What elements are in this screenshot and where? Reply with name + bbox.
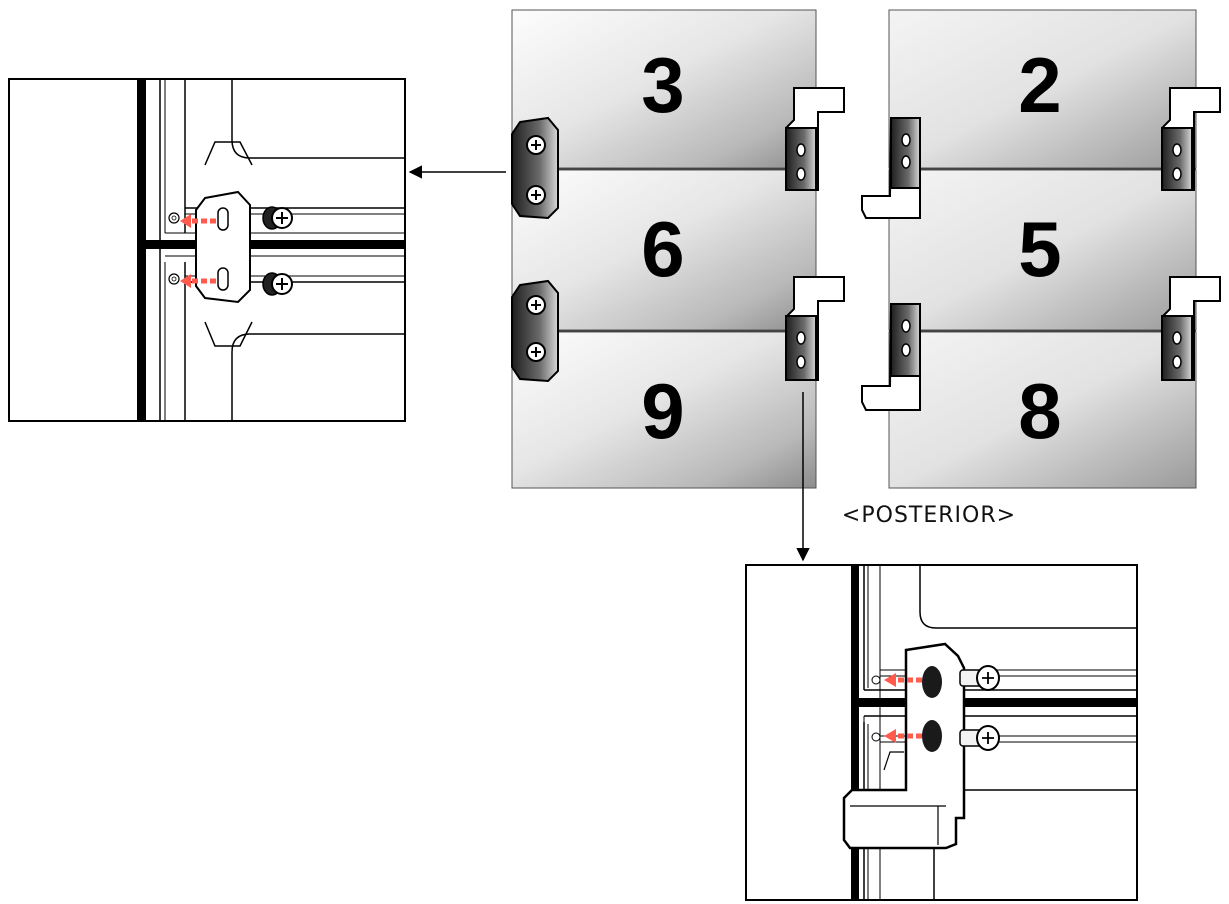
l-bracket-icon (861, 303, 921, 411)
panel-2 (888, 9, 1197, 169)
detail-view-flat-bracket (8, 78, 406, 422)
panel-number-6: 6 (641, 205, 684, 293)
hook-bracket-icon (785, 276, 845, 381)
posterior-caption: <POSTERIOR> (842, 503, 1016, 528)
panel-number-2: 2 (1018, 41, 1061, 129)
hook-bracket-icon (785, 87, 845, 191)
panel-number-9: 9 (641, 367, 684, 455)
insert-arrow-icon (180, 214, 216, 228)
screw-icon (262, 206, 293, 230)
panel-6 (511, 169, 817, 331)
insert-arrow-icon (884, 729, 922, 743)
panel-8 (888, 331, 1197, 489)
insert-arrow-icon (884, 673, 922, 687)
insert-arrow-icon (180, 274, 216, 288)
screw-icon (959, 725, 1000, 751)
screw-icon (959, 665, 1000, 691)
panel-number-8: 8 (1018, 367, 1061, 455)
screw-icon (262, 272, 293, 296)
panel-number-5: 5 (1018, 205, 1061, 293)
flat-bracket-icon (511, 116, 559, 220)
panel-grid: 3 2 6 5 9 8 (511, 9, 1197, 489)
panel-number-3: 3 (641, 41, 684, 129)
panel-3 (511, 9, 817, 169)
hook-bracket-icon (1161, 87, 1221, 191)
detail-view-hook-bracket (745, 564, 1138, 901)
panel-5 (888, 169, 1197, 331)
flat-bracket-icon (511, 279, 559, 383)
hook-bracket-icon (1161, 276, 1221, 381)
l-bracket-icon (861, 117, 921, 219)
